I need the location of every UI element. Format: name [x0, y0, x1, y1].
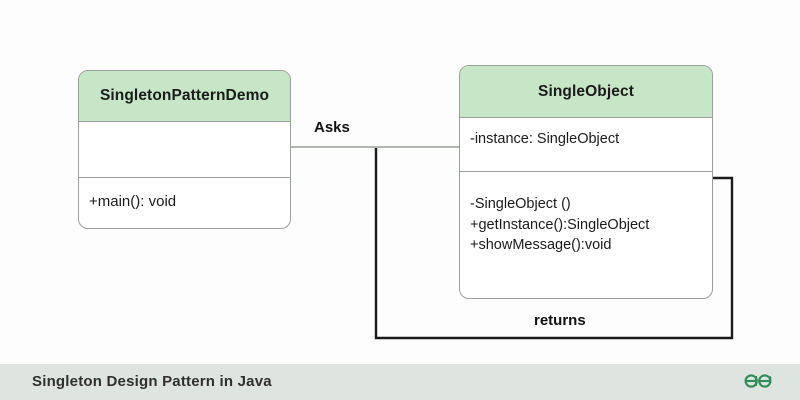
footer-bar: Singleton Design Pattern in Java: [0, 364, 800, 400]
geeksforgeeks-logo: [744, 374, 772, 388]
footer-caption: Singleton Design Pattern in Java: [32, 373, 272, 390]
operation-show-message: +showMessage():void: [470, 237, 612, 254]
operation-main: +main(): void: [89, 193, 177, 210]
class-attributes-singleton-pattern-demo: [79, 122, 290, 177]
class-operations-single-object: -SingleObject () +getInstance():SingleOb…: [460, 171, 712, 256]
class-name-singleton-pattern-demo: SingletonPatternDemo: [79, 71, 290, 122]
operation-get-instance: +getInstance():SingleObject: [470, 216, 650, 233]
class-attributes-single-object: -instance: SingleObject: [460, 118, 712, 171]
connector-label-returns: returns: [534, 312, 586, 329]
uml-class-singleton-pattern-demo[interactable]: SingletonPatternDemo +main(): void: [78, 70, 291, 229]
attribute-instance: -instance: SingleObject: [470, 131, 620, 147]
returns-connector-line: [374, 148, 734, 340]
class-operations-singleton-pattern-demo: +main(): void: [79, 177, 290, 228]
uml-class-single-object[interactable]: SingleObject -instance: SingleObject -Si…: [459, 65, 713, 299]
class-name-single-object: SingleObject: [460, 66, 712, 118]
operation-constructor: -SingleObject (): [470, 196, 571, 212]
connector-label-asks: Asks: [314, 119, 350, 136]
